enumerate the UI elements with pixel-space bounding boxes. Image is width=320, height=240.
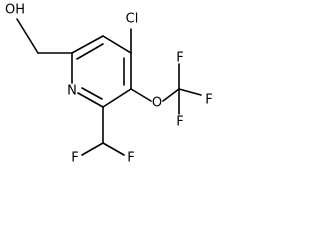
bond-oh-ch2 xyxy=(16,18,39,54)
atom-labels: OH Cl N O F F F F F xyxy=(5,3,213,166)
bond-chf2-f-left xyxy=(81,142,104,156)
bond-c2-n xyxy=(77,92,104,108)
ring-nitrogen-label: N xyxy=(67,84,77,99)
bond-c6-c5 xyxy=(71,35,104,54)
molecule-structure: OH Cl N O F F F F F xyxy=(5,3,213,166)
bond-cf3-f-right xyxy=(178,88,202,96)
bond-c3-o xyxy=(130,88,152,102)
bond-c5-c4 xyxy=(102,35,132,54)
hydroxyl-label: OH xyxy=(5,3,25,18)
fluorine-cf3-top-label: F xyxy=(176,51,183,66)
bond-chf2-f-right xyxy=(102,142,125,156)
fluorine-cf3-bottom-label: F xyxy=(176,115,183,130)
bonds xyxy=(16,18,202,156)
fluorine-cf3-right-label: F xyxy=(205,93,212,108)
bond-c2-n-inner xyxy=(81,87,103,100)
fluorine-chf2-left-label: F xyxy=(71,151,78,166)
ether-oxygen-label: O xyxy=(152,96,162,111)
bond-c3-c2 xyxy=(102,88,132,108)
fluorine-chf2-right-label: F xyxy=(127,151,134,166)
bond-c6-c5-inner xyxy=(76,43,104,60)
chlorine-label: Cl xyxy=(126,12,139,27)
bond-o-cf3 xyxy=(162,88,180,102)
